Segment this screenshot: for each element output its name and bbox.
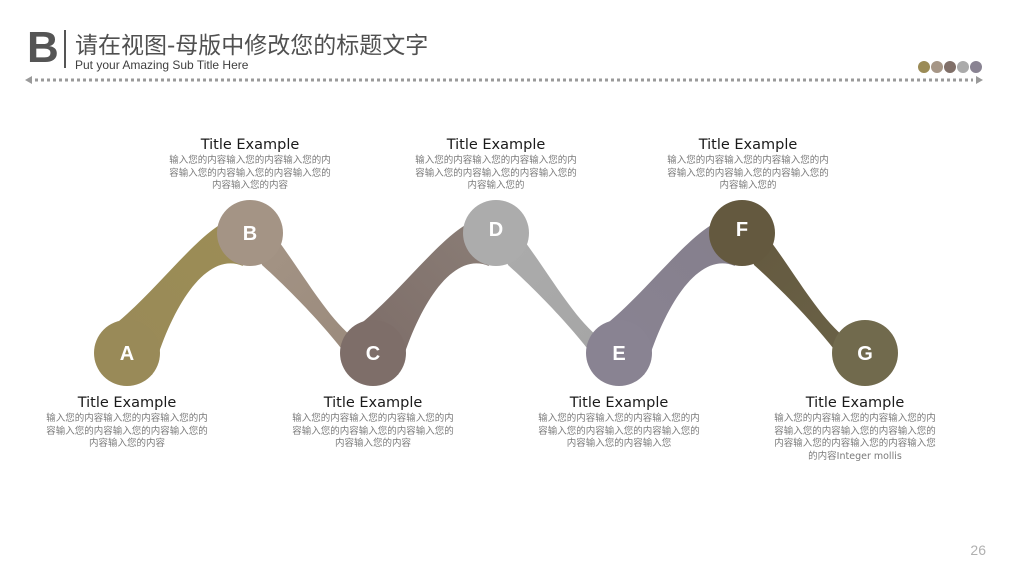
text-block-d: Title Example 输入您的内容输入您的内容输入您的内容输入您的内容输入… (411, 136, 581, 193)
block-title: Title Example (569, 395, 669, 411)
node-label-f: F (736, 219, 748, 241)
block-title: Title Example (698, 137, 798, 153)
dotted-divider (25, 76, 983, 84)
block-title: Title Example (446, 137, 546, 153)
block-title: Title Example (805, 395, 905, 411)
palette-dots (918, 61, 983, 73)
node-circle-a (94, 320, 160, 386)
palette-dot (931, 61, 943, 73)
block-body: 输入您的内容输入您的内容输入您的内容输入您的内容输入您的内容输入您的内容输入您的… (538, 413, 700, 449)
text-block-e: Title Example 输入您的内容输入您的内容输入您的内容输入您的内容输入… (534, 394, 704, 451)
node-label-c: C (366, 343, 380, 365)
node-label-g: G (857, 343, 873, 365)
text-block-c: Title Example 输入您的内容输入您的内容输入您的内容输入您的内容输入… (288, 394, 458, 451)
node-circle-f (709, 200, 775, 266)
node-label-d: D (489, 219, 503, 241)
page-title: 请在视图-母版中修改您的标题文字 (75, 33, 429, 59)
node-label-e: E (612, 343, 625, 365)
node-circle-d (463, 200, 529, 266)
palette-dot (957, 61, 969, 73)
palette-dot (944, 61, 956, 73)
block-body: 输入您的内容输入您的内容输入您的内容输入您的内容输入您的内容输入您的内容输入您的… (169, 155, 331, 191)
block-body: 输入您的内容输入您的内容输入您的内容输入您的内容输入您的内容输入您的内容输入您的… (292, 413, 454, 449)
block-body: 输入您的内容输入您的内容输入您的内容输入您的内容输入您的内容输入您的内容输入您的… (774, 413, 936, 462)
block-title: Title Example (200, 137, 300, 153)
node-circle-g (832, 320, 898, 386)
arrow-left-icon (25, 76, 32, 84)
section-letter: B (27, 23, 59, 72)
node-circle-e (586, 320, 652, 386)
block-body: 输入您的内容输入您的内容输入您的内容输入您的内容输入您的内容输入您的内容输入您的 (667, 155, 829, 191)
node-circle-b (217, 200, 283, 266)
block-title: Title Example (323, 395, 423, 411)
node-group (94, 200, 898, 386)
block-title: Title Example (77, 395, 177, 411)
block-body: 输入您的内容输入您的内容输入您的内容输入您的内容输入您的内容输入您的内容输入您的… (46, 413, 208, 449)
node-labels: A B C D E F G (120, 219, 873, 365)
arrow-right-icon (976, 76, 983, 84)
text-block-f: Title Example 输入您的内容输入您的内容输入您的内容输入您的内容输入… (663, 136, 833, 193)
palette-dot (918, 61, 930, 73)
text-block-g: Title Example 输入您的内容输入您的内容输入您的内容输入您的内容输入… (770, 394, 940, 463)
node-label-a: A (120, 343, 134, 365)
header-divider-bar (64, 30, 66, 68)
page-number: 26 (970, 542, 986, 558)
block-body: 输入您的内容输入您的内容输入您的内容输入您的内容输入您的内容输入您的内容输入您的 (415, 155, 577, 191)
node-label-b: B (243, 223, 257, 245)
node-circle-c (340, 320, 406, 386)
text-block-a: Title Example 输入您的内容输入您的内容输入您的内容输入您的内容输入… (42, 394, 212, 451)
palette-dot (970, 61, 982, 73)
text-block-b: Title Example 输入您的内容输入您的内容输入您的内容输入您的内容输入… (165, 136, 335, 193)
page-subtitle: Put your Amazing Sub Title Here (75, 58, 249, 72)
